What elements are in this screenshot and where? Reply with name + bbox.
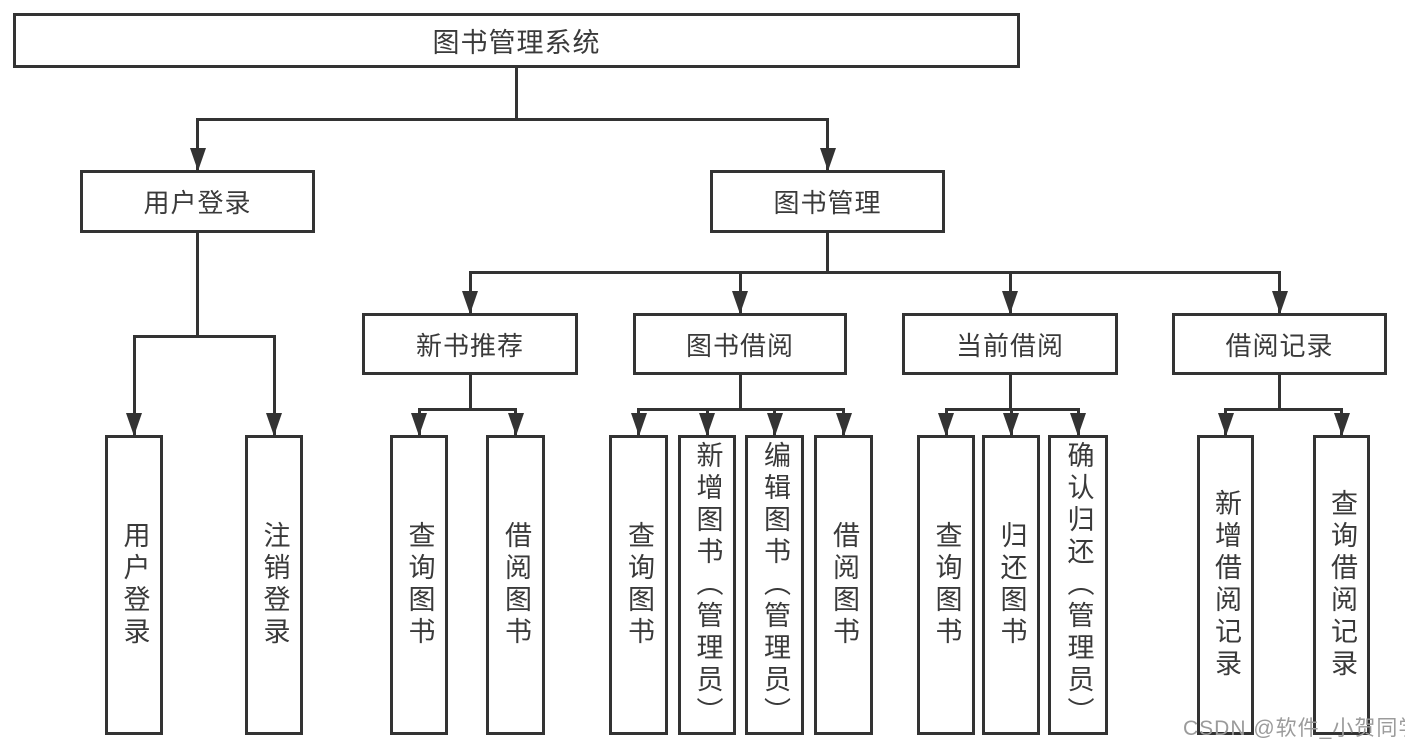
connector-line (1278, 375, 1281, 411)
arrow-down-icon (126, 413, 142, 436)
node-leaf-edit-books: 编辑图书（管理员） (745, 435, 804, 735)
arrow-down-icon (699, 413, 715, 436)
node-leaf-borrow-books-1: 借阅图书 (486, 435, 545, 735)
connector-line (196, 233, 199, 338)
node-book-borrow: 图书借阅 (633, 313, 847, 375)
node-leaf-confirm-return: 确认归还（管理员） (1048, 435, 1108, 735)
arrow-down-icon (938, 413, 954, 436)
connector-line (132, 335, 276, 338)
arrow-down-icon (766, 413, 783, 436)
node-label: 新书推荐 (415, 330, 524, 361)
arrow-down-icon (1271, 291, 1288, 314)
node-user-login: 用户登录 (80, 170, 315, 233)
arrow-down-icon (1070, 413, 1086, 436)
node-label: 当前借阅 (955, 330, 1064, 361)
node-label: 用户登录 (143, 188, 252, 218)
arrow-down-icon (835, 413, 852, 436)
node-label: 注销登录 (259, 521, 290, 649)
connector-line (196, 118, 199, 170)
node-leaf-logout: 注销登录 (245, 435, 303, 735)
connector-line (826, 118, 829, 170)
node-label: 图书管理 (773, 188, 882, 218)
connector-line (738, 375, 742, 411)
node-leaf-query-record: 查询借阅记录 (1313, 435, 1370, 735)
node-leaf-add-books: 新增图书（管理员） (678, 435, 736, 735)
connector-line (272, 335, 276, 435)
node-label: 借阅图书 (501, 521, 531, 649)
node-book-mgmt: 图书管理 (710, 170, 945, 233)
node-label: 编辑图书（管理员） (760, 441, 790, 729)
arrow-down-icon (630, 413, 647, 436)
node-borrow-records: 借阅记录 (1172, 313, 1387, 375)
arrow-down-icon (819, 148, 836, 171)
arrow-down-icon (266, 413, 282, 436)
connector-line (468, 375, 472, 411)
node-label: 确认归还（管理员） (1063, 441, 1094, 729)
node-label: 查询图书 (931, 521, 962, 649)
node-label: 查询图书 (624, 521, 654, 649)
node-leaf-query-books-3: 查询图书 (917, 435, 975, 735)
node-new-book-rec: 新书推荐 (362, 313, 578, 375)
node-label: 查询图书 (404, 521, 435, 649)
connector-line (515, 68, 518, 121)
node-label: 借阅记录 (1225, 330, 1334, 361)
connector-line (826, 233, 829, 274)
node-leaf-return-books: 归还图书 (982, 435, 1040, 735)
node-root: 图书管理系统 (13, 13, 1020, 68)
connector-line (417, 408, 517, 411)
node-label: 用户登录 (119, 521, 150, 649)
arrow-down-icon (732, 291, 748, 314)
node-leaf-query-books-2: 查询图书 (609, 435, 668, 735)
node-label: 新增图书（管理员） (692, 441, 723, 729)
node-label: 查询借阅记录 (1327, 489, 1357, 681)
connector-line (196, 118, 829, 121)
arrow-down-icon (1002, 291, 1018, 314)
arrow-down-icon (1333, 413, 1350, 436)
node-label: 归还图书 (996, 521, 1027, 649)
node-leaf-add-record: 新增借阅记录 (1197, 435, 1254, 735)
arrow-down-icon (411, 413, 427, 436)
node-leaf-user-login: 用户登录 (105, 435, 163, 735)
connector-line (1008, 375, 1012, 411)
arrow-down-icon (507, 413, 524, 436)
node-current-borrow: 当前借阅 (902, 313, 1118, 375)
csdn-watermark: CSDN @软件_小贺同学 (1183, 717, 1405, 740)
arrow-down-icon (462, 291, 478, 314)
node-label: 图书借阅 (685, 330, 794, 361)
arrow-down-icon (1003, 413, 1019, 436)
node-label: 借阅图书 (829, 521, 859, 649)
node-leaf-borrow-books-2: 借阅图书 (814, 435, 873, 735)
arrow-down-icon (1217, 413, 1234, 436)
connector-line (132, 335, 136, 435)
connector-line (468, 271, 1281, 274)
node-leaf-query-books-1: 查询图书 (390, 435, 448, 735)
arrow-down-icon (189, 148, 206, 171)
node-label: 图书管理系统 (432, 28, 601, 58)
connector-line (637, 408, 845, 411)
connector-line (1224, 408, 1343, 411)
node-label: 新增借阅记录 (1211, 489, 1241, 681)
